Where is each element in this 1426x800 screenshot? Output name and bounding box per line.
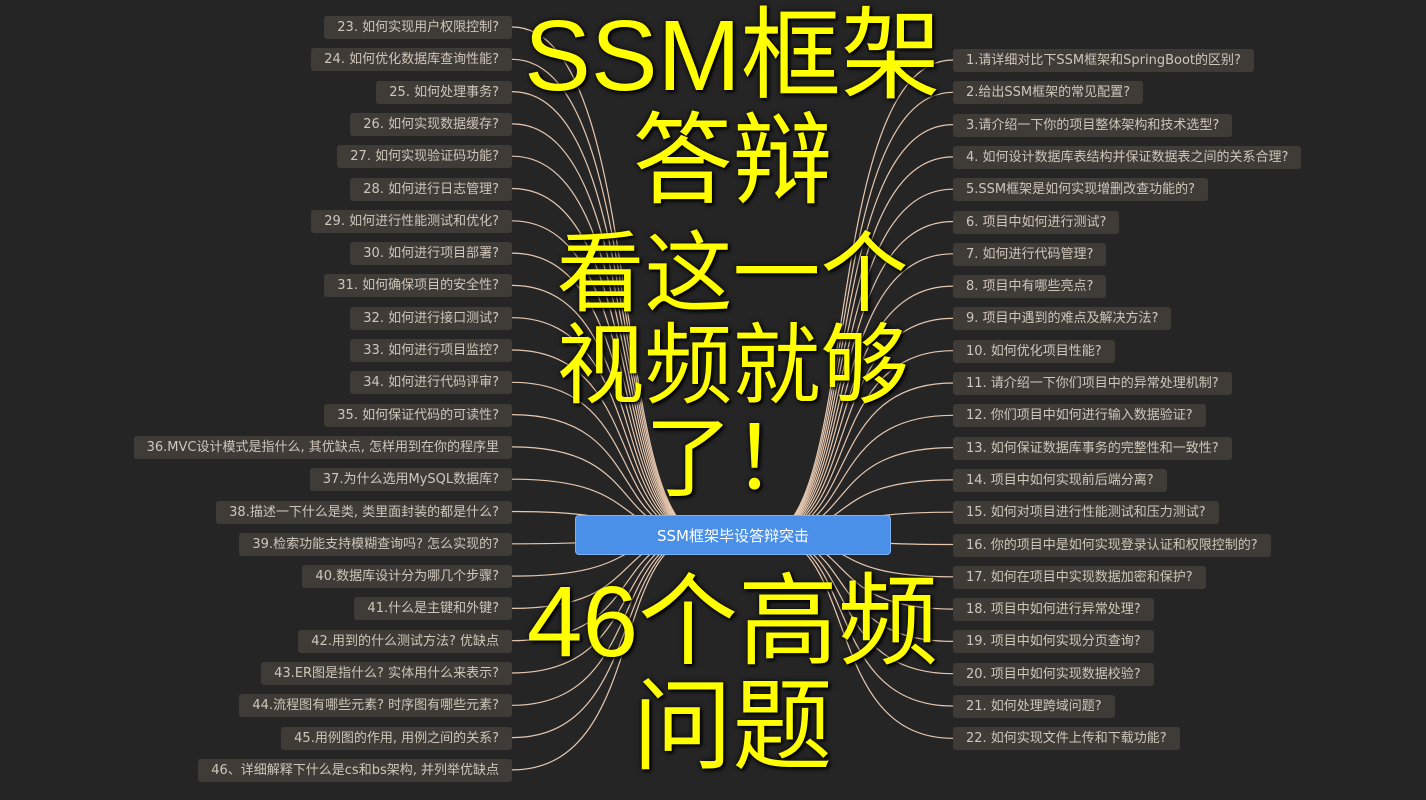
left-topic-node[interactable]: 31. 如何确保项目的安全性? <box>324 274 512 298</box>
right-topic-node[interactable]: 16. 你的项目中是如何实现登录认证和权限控制的? <box>953 533 1271 557</box>
left-topic-node[interactable]: 38.描述一下什么是类, 类里面封装的都是什么? <box>216 500 512 524</box>
mindmap-link <box>511 123 706 536</box>
right-topic-node[interactable]: 7. 如何进行代码管理? <box>953 242 1107 266</box>
overlay-subtitle: 看这一个视频就够了！ <box>556 222 909 510</box>
right-topic-node[interactable]: 12. 你们项目中如何进行输入数据验证? <box>953 404 1206 428</box>
right-topic-node[interactable]: 8. 项目中有哪些亮点? <box>953 275 1107 299</box>
mindmap-link <box>511 91 706 536</box>
mindmap-link <box>764 59 954 536</box>
left-topic-node[interactable]: 25. 如何处理事务? <box>376 80 512 104</box>
mindmap-link <box>511 58 706 536</box>
left-topic-node[interactable]: 23. 如何实现用户权限控制? <box>324 16 512 39</box>
left-topic-node[interactable]: 37.为什么选用MySQL数据库? <box>309 468 512 492</box>
right-topic-node[interactable]: 13. 如何保证数据库事务的完整性和一致性? <box>953 436 1232 460</box>
right-topic-node[interactable]: 19. 项目中如何实现分页查询? <box>953 630 1154 654</box>
left-topic-node[interactable]: 42.用到的什么测试方法? 优缺点 <box>298 629 512 653</box>
right-topic-node[interactable]: 15. 如何对项目进行性能测试和压力测试? <box>953 501 1219 525</box>
left-topic-node[interactable]: 41.什么是主键和外键? <box>354 597 512 621</box>
mindmap-link <box>764 91 954 536</box>
left-topic-node[interactable]: 46、详细解释下什么是cs和bs架构, 并列举优缺点 <box>198 758 512 782</box>
left-topic-node[interactable]: 24. 如何优化数据库查询性能? <box>311 48 512 72</box>
right-topic-node[interactable]: 3.请介绍一下你的项目整体架构和技术选型? <box>953 113 1233 137</box>
right-topic-node[interactable]: 1.请详细对比下SSM框架和SpringBoot的区别? <box>953 49 1254 72</box>
right-topic-node[interactable]: 20. 项目中如何实现数据校验? <box>953 662 1154 686</box>
right-topic-node[interactable]: 9. 项目中遇到的难点及解决方法? <box>953 307 1172 331</box>
left-topic-node[interactable]: 27. 如何实现验证码功能? <box>337 145 512 169</box>
right-topic-node[interactable]: 21. 如何处理跨域问题? <box>953 695 1115 718</box>
overlay-count: 46个高频问题 <box>526 566 939 783</box>
right-topic-node[interactable]: 22. 如何实现文件上传和下载功能? <box>953 727 1180 751</box>
left-topic-node[interactable]: 39.检索功能支持模糊查询吗? 怎么实现的? <box>239 532 512 556</box>
root-node[interactable]: SSM框架毕设答辩突击 <box>575 515 891 555</box>
left-topic-node[interactable]: 35. 如何保证代码的可读性? <box>324 403 512 427</box>
right-topic-node[interactable]: 2.给出SSM框架的常见配置? <box>953 81 1144 105</box>
left-topic-node[interactable]: 30. 如何进行项目部署? <box>350 242 512 266</box>
left-topic-node[interactable]: 40.数据库设计分为哪几个步骤? <box>302 565 512 589</box>
mindmap-link <box>764 124 954 536</box>
right-topic-node[interactable]: 4. 如何设计数据库表结构并保证数据表之间的关系合理? <box>953 145 1302 169</box>
left-topic-node[interactable]: 29. 如何进行性能测试和优化? <box>311 209 512 233</box>
mindmap-link <box>511 26 706 536</box>
right-topic-node[interactable]: 18. 项目中如何进行异常处理? <box>953 598 1154 622</box>
mindmap-link <box>511 155 706 536</box>
left-topic-node[interactable]: 43.ER图是指什么? 实体用什么来表示? <box>261 662 512 685</box>
right-topic-node[interactable]: 10. 如何优化项目性能? <box>953 339 1115 363</box>
mindmap-link <box>764 156 954 536</box>
left-topic-node[interactable]: 32. 如何进行接口测试? <box>350 306 512 330</box>
right-topic-node[interactable]: 6. 项目中如何进行测试? <box>953 210 1120 234</box>
left-topic-node[interactable]: 44.流程图有哪些元素? 时序图有哪些元素? <box>239 694 512 718</box>
right-topic-node[interactable]: 17. 如何在项目中实现数据加密和保护? <box>953 565 1206 589</box>
right-topic-node[interactable]: 11. 请介绍一下你们项目中的异常处理机制? <box>953 372 1232 395</box>
left-topic-node[interactable]: 26. 如何实现数据缓存? <box>350 112 512 136</box>
right-topic-node[interactable]: 14. 项目中如何实现前后端分离? <box>953 468 1167 492</box>
left-topic-node[interactable]: 36.MVC设计模式是指什么, 其优缺点, 怎样用到在你的程序里 <box>133 435 512 459</box>
right-topic-node[interactable]: 5.SSM框架是如何实现增删改查功能的? <box>953 178 1209 202</box>
left-topic-node[interactable]: 45.用例图的作用, 用例之间的关系? <box>281 726 512 750</box>
overlay-title: SSM框架答辩 <box>524 0 941 217</box>
left-topic-node[interactable]: 33. 如何进行项目监控? <box>350 339 512 362</box>
left-topic-node[interactable]: 28. 如何进行日志管理? <box>350 177 512 201</box>
left-topic-node[interactable]: 34. 如何进行代码评审? <box>350 371 512 395</box>
